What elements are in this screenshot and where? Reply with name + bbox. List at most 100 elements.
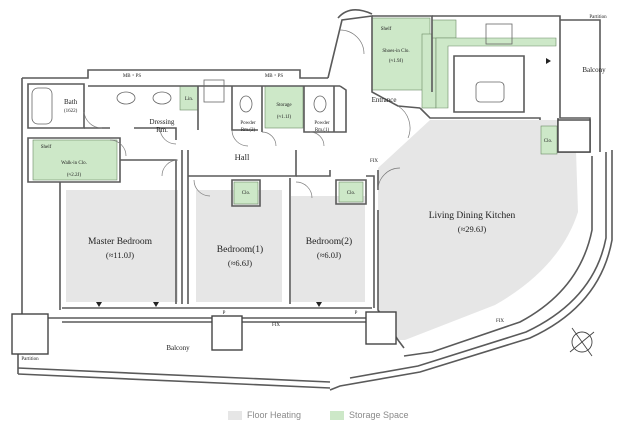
partition-label-left: Partition — [21, 357, 39, 362]
entrance-name: Entrance — [372, 96, 397, 104]
balcony-curved-railing — [329, 150, 613, 391]
balcony-bottom-name: Balcony — [166, 344, 190, 352]
stove — [485, 23, 513, 45]
right-exterior — [560, 19, 601, 152]
bedroom1-closet-wall — [231, 179, 261, 207]
partition-label-right: Partition — [589, 15, 607, 20]
door-bath — [83, 111, 103, 129]
walkin-area: (≈2.2J) — [67, 173, 82, 178]
walkin-name: Walk-in Clo. — [61, 161, 87, 166]
ldk-area: (≈29.6J) — [458, 224, 487, 234]
hall-walls — [187, 150, 297, 304]
doors — [83, 29, 411, 199]
hall-name: Hall — [235, 152, 250, 162]
shoes-shelf-fill — [421, 33, 437, 109]
fixtures — [31, 23, 513, 125]
column-right — [365, 311, 397, 345]
compass-icon — [569, 327, 595, 357]
bedroom2-closet-wall — [335, 179, 367, 205]
basin-left — [116, 91, 136, 105]
balcony-bottom-railing — [17, 373, 331, 389]
column-balcony-right — [557, 119, 591, 153]
ldk-top-wall — [419, 107, 541, 120]
ldk-curved-wall — [403, 156, 593, 357]
master-bedroom-area: (≈11.0J) — [106, 250, 134, 260]
door-shoes — [339, 29, 365, 55]
basin-right — [152, 91, 172, 105]
washer — [203, 79, 225, 103]
walk-in-closet-fill — [32, 139, 118, 181]
floor-heating-swatch — [228, 410, 242, 420]
corridor-wall-mid — [84, 127, 177, 140]
ldk-name: Living Dining Kitchen — [429, 211, 516, 221]
marker-2 — [153, 302, 159, 307]
bedroom1-heating — [196, 190, 282, 302]
bedroom2-closet-label: Clo. — [347, 191, 355, 196]
legend-floor-heating-label: Floor Heating — [247, 410, 302, 420]
columns — [11, 119, 591, 355]
balcony-storage-fill — [540, 125, 558, 155]
balcony-storage-label: Clo. — [544, 139, 552, 144]
dressing-name-1: Dressing — [150, 118, 175, 126]
walls — [17, 9, 613, 391]
door-walkin — [109, 139, 127, 157]
hall-right-wall — [296, 170, 331, 177]
storage-name: Storage — [276, 103, 292, 108]
bedroom1-closet-label: Clo. — [242, 191, 250, 196]
door-storage — [261, 131, 277, 147]
door-bedroom1 — [193, 179, 211, 197]
door-ldk — [377, 167, 401, 191]
door-powder2 — [231, 129, 249, 147]
door-dressing — [159, 127, 177, 145]
storage-fill — [264, 85, 304, 129]
walkin-wall — [27, 137, 121, 183]
p-label-2: P — [355, 311, 358, 316]
bathroom-wall — [27, 83, 85, 129]
marker-3 — [316, 302, 322, 307]
storage-areas — [32, 17, 558, 205]
bedroom1-closet-fill — [233, 181, 259, 205]
entrance-curve — [337, 9, 373, 19]
powder1-name-1: Powder — [314, 121, 330, 126]
kitchen-outer-wall — [432, 15, 561, 46]
kitchen-counter-fill — [435, 37, 557, 109]
entrance-wall — [327, 15, 421, 109]
bedroom2-right-wall — [366, 175, 375, 308]
storage-space-swatch — [330, 410, 344, 420]
p-label-1: P — [223, 311, 226, 316]
door-bedroom2 — [295, 181, 313, 199]
marker-1 — [96, 302, 102, 307]
master-bedroom-heating — [66, 190, 178, 302]
column-left — [11, 313, 49, 355]
shoes-name: Shoes-in Clo. — [382, 49, 409, 54]
kitchen-island — [453, 55, 525, 113]
shoes-shelf-label: Shelf — [381, 27, 392, 32]
sink — [475, 81, 505, 103]
toilet-2 — [239, 95, 253, 113]
shoes-closet-fill — [371, 17, 431, 91]
door-powder1 — [309, 131, 325, 147]
balcony-bottom-railing-inner — [17, 367, 331, 383]
walkin-shelf-label: Shelf — [41, 145, 52, 150]
kitchen-shelf-fill — [431, 19, 457, 39]
bedroom1-name: Bedroom(1) — [217, 244, 263, 255]
powder2-name-2: Rm.(2) — [241, 128, 256, 133]
mbps-right: MB・PS — [265, 74, 284, 79]
door-master — [161, 159, 179, 177]
shoes-area: (≈1.9J) — [389, 59, 404, 64]
legend-storage-space-label: Storage Space — [349, 410, 409, 420]
linen-label: Lin. — [185, 97, 193, 102]
bedroom2-heating — [291, 196, 365, 302]
dressing-name-2: Rm. — [156, 126, 168, 134]
column-middle — [211, 315, 243, 351]
balcony-right-name: Balcony — [582, 66, 606, 74]
door-entrance — [397, 105, 411, 139]
marker-4 — [546, 58, 551, 64]
fix-label-2: FIX — [370, 159, 378, 164]
legend-floor-heating: Floor Heating — [228, 410, 301, 420]
fix-label-3: FIX — [496, 319, 504, 324]
powder1-name-2: Rm.(1) — [315, 128, 330, 133]
storage-area: (≈1.1J) — [277, 115, 292, 120]
mbps-left: MB・PS — [123, 74, 142, 79]
